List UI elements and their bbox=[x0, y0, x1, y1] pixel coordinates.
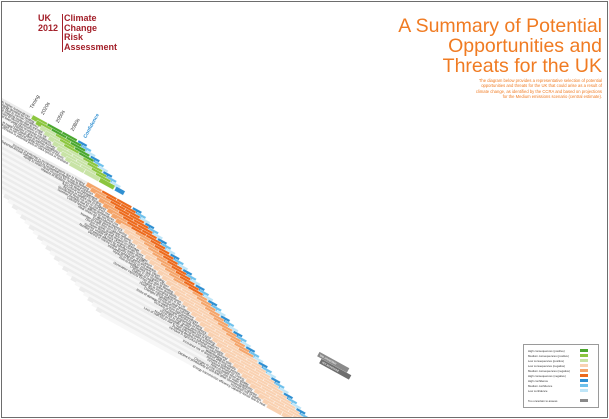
legend-swatch bbox=[580, 354, 588, 358]
description-line-4: for the Medium emissions scenario (centr… bbox=[502, 94, 602, 100]
column-header-timing: Timing bbox=[29, 94, 42, 110]
legend-item: Medium consequences (negative) bbox=[528, 369, 570, 373]
logo-uk: UK bbox=[38, 13, 51, 23]
legend-swatch-too-uncertain bbox=[580, 399, 588, 403]
consequence-cell bbox=[280, 411, 298, 417]
legend: High consequences (positive)Medium conse… bbox=[523, 344, 599, 408]
legend-item: Medium consequences (positive) bbox=[528, 354, 569, 358]
table-row bbox=[2, 69, 71, 166]
logo-year: 2012 bbox=[38, 22, 59, 33]
title-line-1: A Summary of Potential bbox=[398, 15, 602, 37]
legend-item-label: High confidence bbox=[528, 379, 549, 383]
confidence-cell bbox=[114, 186, 126, 196]
logo-divider bbox=[62, 14, 63, 52]
legend-item-label: Medium confidence bbox=[528, 384, 553, 388]
legend-swatch bbox=[580, 389, 588, 393]
legend-swatch bbox=[580, 349, 588, 353]
table-row bbox=[99, 311, 269, 408]
legend-swatch bbox=[580, 374, 588, 378]
legend-item-label: Low consequences (positive) bbox=[528, 359, 565, 363]
consequence-cell bbox=[83, 169, 101, 182]
legend-item: Low confidence bbox=[528, 389, 547, 393]
consequence-cell bbox=[291, 414, 309, 417]
legend-item: Low consequences (positive) bbox=[528, 359, 564, 363]
logo-line-1: Climate bbox=[64, 13, 97, 23]
consequence-cell bbox=[287, 409, 305, 417]
legend-item-label: Medium consequences (negative) bbox=[528, 369, 570, 373]
column-header-2020s: 2020s bbox=[40, 101, 52, 116]
logo-line-2: Change bbox=[64, 22, 98, 33]
legend-item-label: Low consequences (negative) bbox=[528, 364, 566, 368]
page-title: A Summary of Potential Opportunities and… bbox=[370, 16, 602, 76]
description-line-3: climate change, as identified by the CCR… bbox=[475, 88, 602, 94]
legend-item: High consequences (negative) bbox=[528, 374, 566, 378]
legend-swatch bbox=[580, 384, 588, 388]
legend-item: Medium confidence bbox=[528, 384, 552, 388]
legend-swatch bbox=[580, 364, 588, 368]
not-assessed-tag bbox=[319, 358, 352, 380]
title-line-2: Opportunities and bbox=[448, 35, 602, 57]
consequence-cell bbox=[265, 403, 284, 416]
matrix-cells bbox=[30, 114, 311, 417]
consequence-cell bbox=[98, 177, 116, 190]
legend-item-label: High consequences (positive) bbox=[528, 349, 565, 353]
legend-item-label: High consequences (negative) bbox=[528, 374, 566, 378]
description-line-1: The diagram below provides a representat… bbox=[478, 78, 602, 83]
confidence-cell bbox=[298, 412, 311, 417]
row-band bbox=[2, 69, 71, 166]
legend-swatch bbox=[580, 359, 588, 363]
description-line-2: opportunities and threats for the UK tha… bbox=[481, 83, 602, 89]
logo-line-3: Risk bbox=[64, 32, 84, 42]
legend-item: Low consequences (negative) bbox=[528, 364, 565, 368]
row-bands bbox=[2, 23, 269, 408]
logo-line-4: Assessment bbox=[64, 41, 118, 52]
legend-swatch bbox=[580, 379, 588, 383]
column-header-2050s: 2050s bbox=[55, 109, 67, 124]
legend-item-label: Medium consequences (positive) bbox=[528, 354, 569, 358]
legend-swatch bbox=[580, 369, 588, 373]
legend-item-too-uncertain: Too uncertain to assess bbox=[528, 399, 558, 403]
column-header-2080s: 2080s bbox=[70, 117, 82, 132]
row-cells bbox=[68, 161, 126, 196]
column-header-confidence: Confidence bbox=[82, 112, 100, 139]
legend-item-label: Low confidence bbox=[528, 389, 548, 393]
row-cells bbox=[265, 403, 298, 417]
row-band bbox=[99, 311, 269, 408]
legend-item: High consequences (positive) bbox=[528, 349, 565, 353]
consequence-cell bbox=[68, 161, 86, 174]
too-uncertain-tag bbox=[317, 351, 350, 373]
title-line-3: Threats for the UK bbox=[442, 55, 602, 77]
description: The diagram below provides a representat… bbox=[402, 78, 602, 100]
legend-item: High confidence bbox=[528, 379, 548, 383]
